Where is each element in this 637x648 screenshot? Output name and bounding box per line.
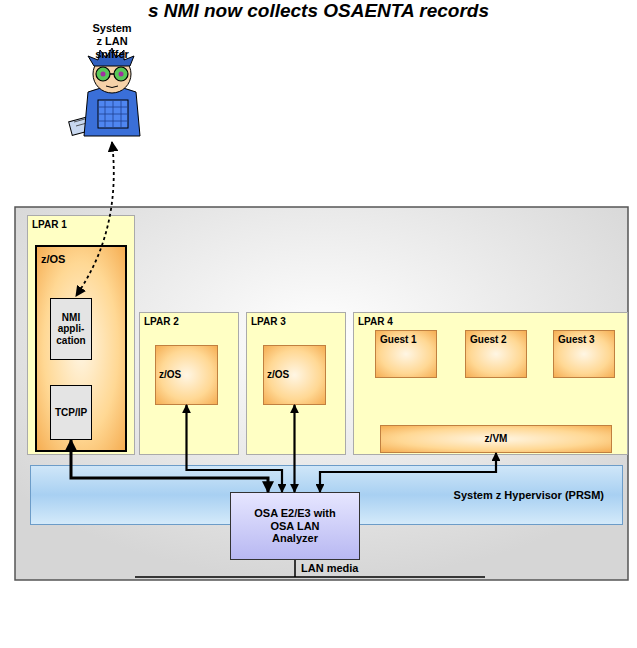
node-label: LPAR 4 <box>358 316 393 328</box>
node-label: Guest 2 <box>470 334 507 346</box>
os-box: z/OS <box>155 345 218 405</box>
lpar-box: LPAR 4 Guest 1 Guest 2 Guest 3 z/VM <box>353 312 628 455</box>
node-label: NMI appli- cation <box>53 312 89 347</box>
lpar-box: LPAR 3 z/OS <box>246 312 346 455</box>
title: s NMI now collects OSAENTA records <box>0 0 637 21</box>
connector <box>320 453 496 492</box>
guest-box: Guest 2 <box>465 330 527 378</box>
node-label: z/OS <box>267 369 289 381</box>
os-box: z/OS <box>263 345 326 405</box>
node-label: TCP/IP <box>55 407 87 419</box>
sniffer-icon <box>69 48 140 136</box>
node-label: LPAR 1 <box>32 219 67 231</box>
node-label: Guest 3 <box>558 334 595 346</box>
application-box: NMI appli- cation <box>50 298 92 360</box>
guest-box: Guest 3 <box>553 330 615 378</box>
connector <box>293 405 295 492</box>
node-label: System z Hypervisor (PRSM) <box>454 489 604 502</box>
lpar-box: LPAR 1 z/OS NMI appli- cationTCP/IP <box>27 215 135 455</box>
node-label: z/VM <box>485 433 508 445</box>
sniffer-link <box>76 142 114 296</box>
node-label: z/OS <box>159 369 181 381</box>
hypervisor-os-bar: z/VM <box>380 425 612 453</box>
adapter-box: OSA E2/E3 with OSA LAN Analyzer <box>230 492 360 560</box>
node-label: LPAR 3 <box>251 316 286 328</box>
lan-media-label: LAN media <box>301 562 371 575</box>
node-label: LPAR 2 <box>144 316 179 328</box>
lan-media-line <box>135 576 485 578</box>
stack-box: TCP/IP <box>50 385 92 440</box>
connector <box>71 440 268 492</box>
node-label: OSA E2/E3 with OSA LAN Analyzer <box>254 507 336 545</box>
system-frame <box>15 207 628 580</box>
node-label: Guest 1 <box>380 334 417 346</box>
lan-drop <box>294 560 296 577</box>
sniffer-label: System z LAN sniffer <box>90 22 134 61</box>
connector <box>187 405 283 492</box>
lpar-box: LPAR 2 z/OS <box>139 312 239 455</box>
guest-box: Guest 1 <box>375 330 437 378</box>
os-box: z/OS NMI appli- cationTCP/IP <box>35 245 127 452</box>
node-label: z/OS <box>41 253 65 266</box>
